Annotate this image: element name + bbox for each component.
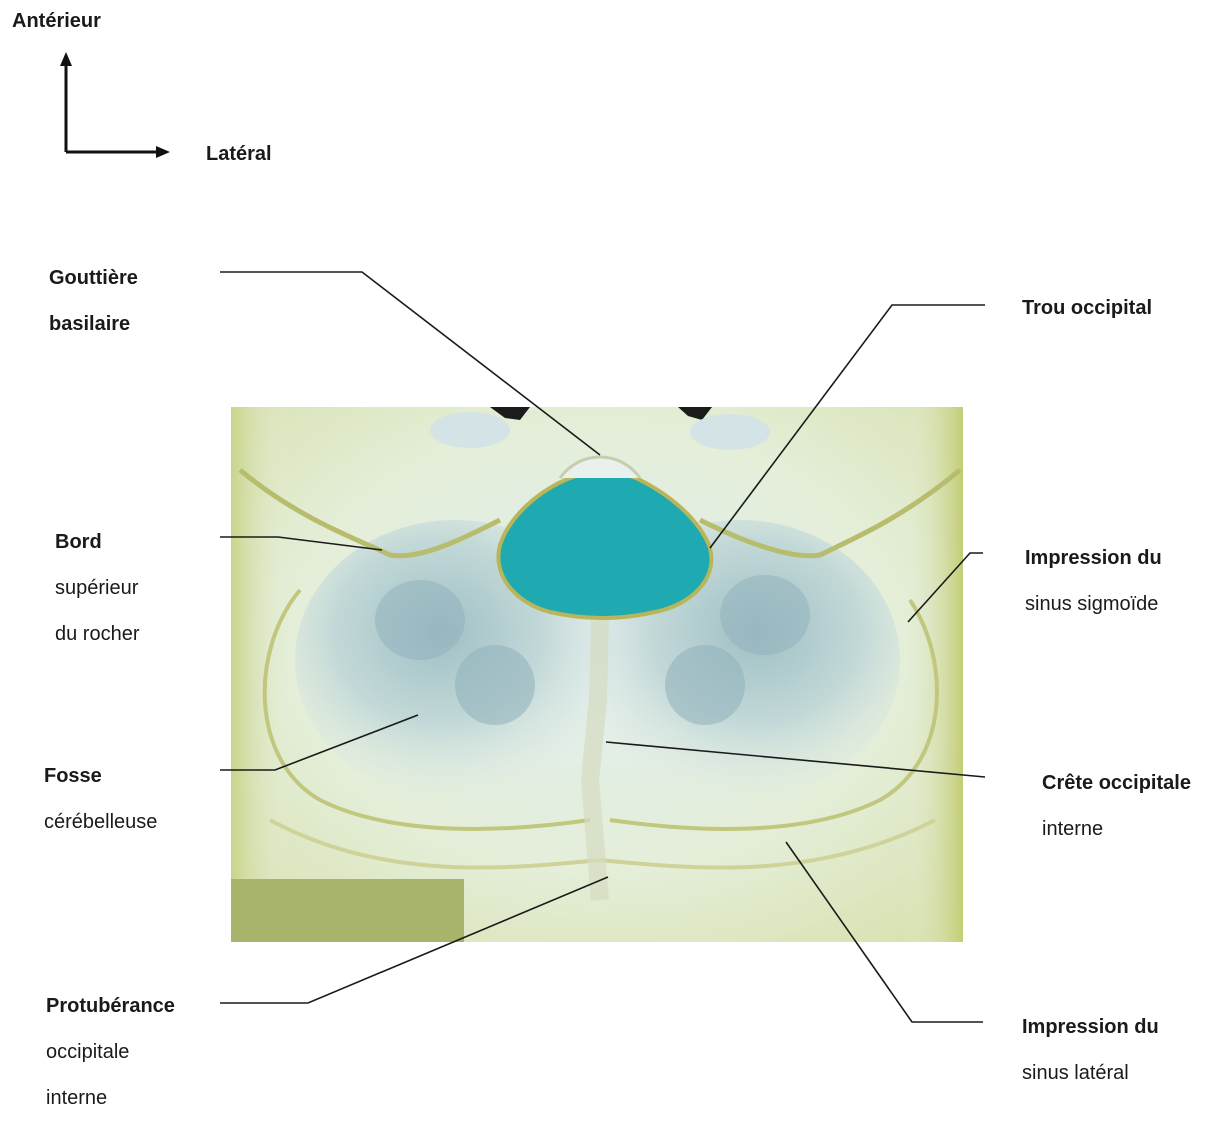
label-fosse-cerebelleuse: Fosse cérébelleuse (44, 753, 157, 845)
label-line: basilaire (49, 301, 138, 347)
label-sinus-lateral: Impression du sinus latéral (1022, 1004, 1159, 1096)
label-gouttiere-basilaire: Gouttière basilaire (49, 255, 138, 347)
label-line: du rocher (55, 611, 140, 657)
label-line: interne (1042, 806, 1191, 852)
label-bord-superieur-rocher: Bord supérieur du rocher (55, 519, 140, 657)
label-line: Protubérance (46, 983, 175, 1029)
redaction-box (231, 879, 464, 942)
label-line: Crête occipitale (1042, 760, 1191, 806)
skull-base-image (231, 407, 963, 942)
label-line: Trou occipital (1022, 285, 1152, 331)
label-trou-occipital: Trou occipital (1022, 285, 1152, 331)
label-line: sinus latéral (1022, 1050, 1159, 1096)
label-sinus-sigmoide: Impression du sinus sigmoïde (1025, 535, 1162, 627)
label-line: occipitale (46, 1029, 175, 1075)
label-line: Bord (55, 519, 140, 565)
label-protuberance-occipitale: Protubérance occipitale interne (46, 983, 175, 1121)
label-line: Gouttière (49, 255, 138, 301)
label-line: Impression du (1022, 1004, 1159, 1050)
label-line: cérébelleuse (44, 799, 157, 845)
label-crete-occipitale: Crête occipitale interne (1042, 760, 1191, 852)
label-line: sinus sigmoïde (1025, 581, 1162, 627)
orientation-arrows (60, 52, 170, 158)
label-line: interne (46, 1075, 175, 1121)
label-line: Fosse (44, 753, 157, 799)
label-line: Impression du (1025, 535, 1162, 581)
label-line: supérieur (55, 565, 140, 611)
